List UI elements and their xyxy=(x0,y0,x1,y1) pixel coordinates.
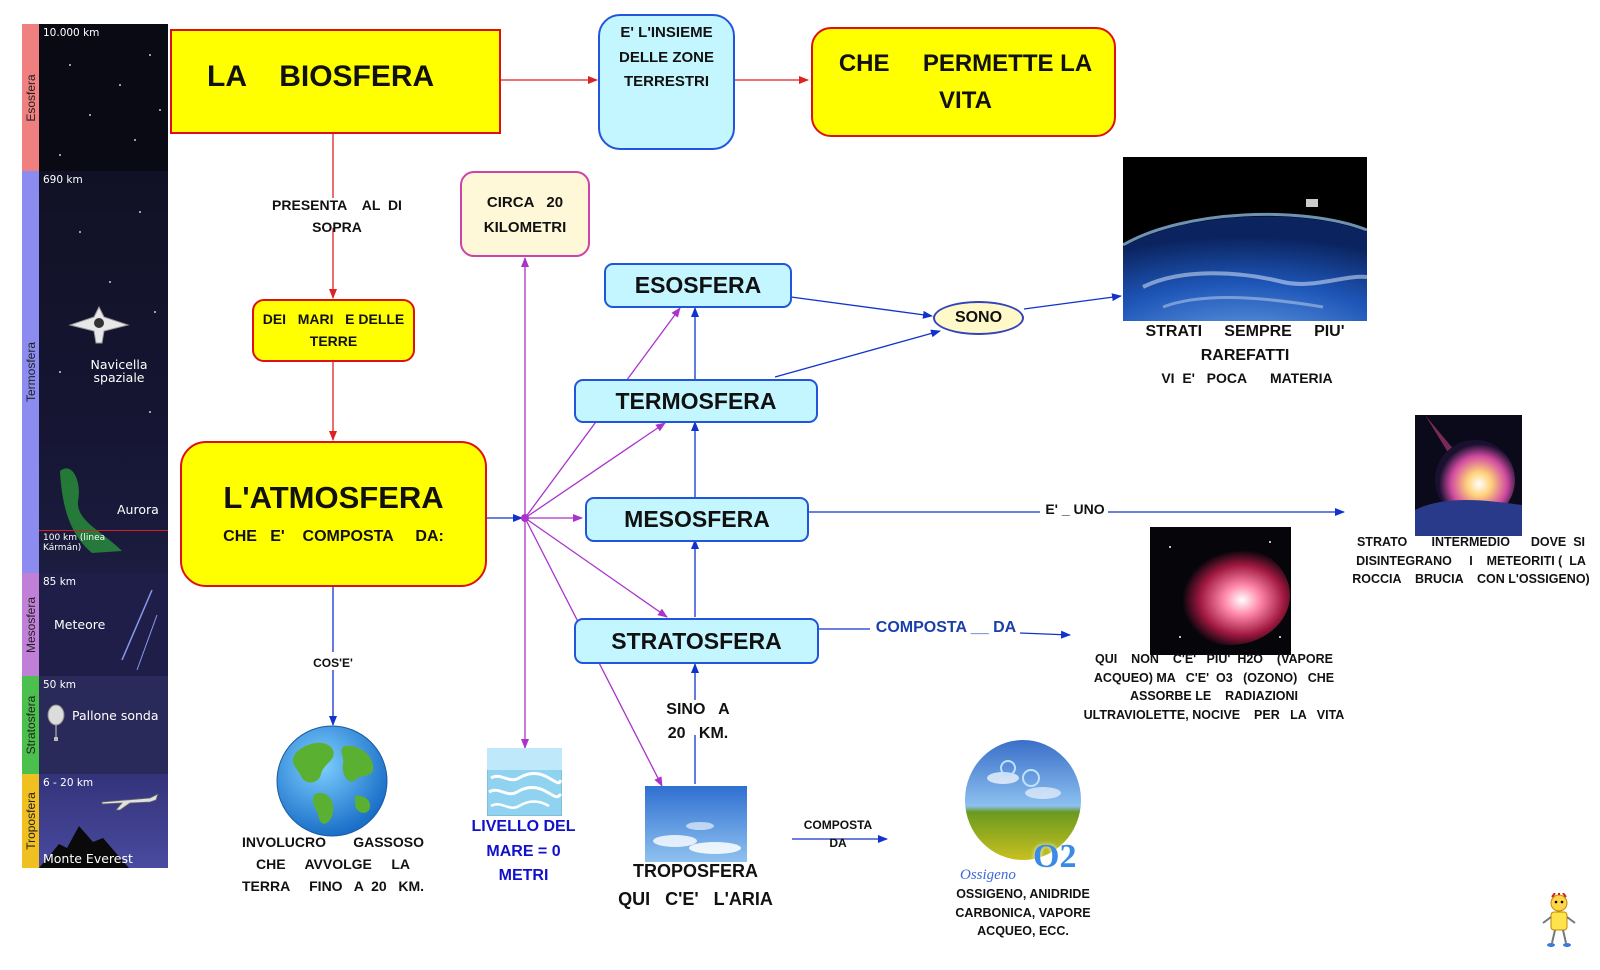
sky-esosfera xyxy=(39,24,168,171)
sky-icon xyxy=(645,786,747,862)
meteorite-icon xyxy=(1415,415,1522,536)
termosfera-label: TERMOSFERA xyxy=(615,388,777,414)
nebula-icon xyxy=(1150,527,1291,655)
layer-mesosfera: Mesosfera 85 km Meteore xyxy=(22,573,168,676)
earth-icon xyxy=(276,725,388,837)
space-earth-icon xyxy=(1123,157,1367,321)
sea-icon xyxy=(487,748,562,816)
balloon-icon xyxy=(47,704,65,741)
layer-esosfera: Esosfera 10.000 km xyxy=(22,24,168,171)
stratosfera-box[interactable]: STRATOSFERA xyxy=(574,618,819,664)
biosfera-title: LA BIOSFERA xyxy=(207,60,435,93)
mari-box: DEI MARI E DELLE TERRE xyxy=(252,299,415,362)
sky-stratosfera xyxy=(39,676,168,774)
mascot-icon xyxy=(1542,893,1576,947)
involucro-text: INVOLUCRO GASSOSO CHE AVVOLGE LA TERRA F… xyxy=(241,834,428,894)
karman-label: 100 km (linea Kármán) xyxy=(43,533,106,553)
layer-tag-termosfera: Termosfera xyxy=(22,171,39,573)
esosfera-box[interactable]: ESOSFERA xyxy=(604,263,792,308)
layer-tag-troposfera: Troposfera xyxy=(22,774,39,868)
meteors-label: Meteore xyxy=(54,617,106,632)
spacecraft-icon xyxy=(68,305,130,344)
atmosfera-title: L'ATMOSFERA xyxy=(223,480,444,515)
layer-stratosfera: Stratosfera 50 km Pallone sonda xyxy=(22,676,168,774)
sky-mesosfera xyxy=(39,573,168,676)
insieme-text: E' L'INSIEME DELLE ZONE TERRESTRI xyxy=(618,24,714,90)
presenta-label: PRESENTA AL DI SOPRA xyxy=(272,197,406,235)
layer-termosfera: Termosfera 690 km Navicella spaziale Aur… xyxy=(22,171,168,573)
poca-text: VI E' POCA MATERIA xyxy=(1161,370,1333,386)
layer-tag-stratosfera: Stratosfera xyxy=(22,676,39,774)
esosfera-label: ESOSFERA xyxy=(634,272,762,298)
biosfera-box: LA BIOSFERA xyxy=(170,29,501,134)
sono-oval: SONO xyxy=(933,301,1024,335)
sky-termosfera xyxy=(39,171,168,573)
karman-line xyxy=(39,530,168,531)
airplane-icon xyxy=(101,793,159,811)
termosfera-box[interactable]: TERMOSFERA xyxy=(574,379,818,423)
altitude-label: 85 km xyxy=(43,576,77,588)
altitude-label: 690 km xyxy=(43,174,83,186)
stratosfera-label: STRATOSFERA xyxy=(611,628,782,654)
mountain-icon xyxy=(39,826,129,868)
permette-text: CHE PERMETTE LA VITA xyxy=(838,50,1113,114)
spacecraft-label: Navicella spaziale xyxy=(90,357,148,385)
e-uno-label: E' _ UNO xyxy=(1045,501,1105,517)
aurora-label: Aurora xyxy=(117,502,159,517)
livello-text: LIVELLO DEL MARE = 0 METRI xyxy=(471,818,576,884)
atmosfera-box: L'ATMOSFERA CHE E' COMPOSTA DA: xyxy=(180,441,487,587)
layer-tag-mesosfera: Mesosfera xyxy=(22,573,39,676)
composta-da-troposfera: COMPOSTA DA xyxy=(803,818,873,850)
mesosfera-label: MESOSFERA xyxy=(624,506,770,532)
troposfera-label: TROPOSFERA xyxy=(632,861,758,881)
oxygen-icon: Ossigeno O2 xyxy=(960,738,1083,886)
everest-label: Monte Everest xyxy=(43,851,133,866)
insieme-box: E' L'INSIEME DELLE ZONE TERRESTRI xyxy=(598,14,735,150)
sono-label: SONO xyxy=(954,309,1003,326)
strati-text: STRATI SEMPRE PIU' RAREFATTI xyxy=(1145,323,1349,364)
layer-tag-esosfera: Esosfera xyxy=(22,24,39,171)
mari-text: DEI MARI E DELLE TERRE xyxy=(262,311,420,349)
altitude-label: 10.000 km xyxy=(43,27,100,39)
aria-label: QUI C'E' L'ARIA xyxy=(618,889,773,909)
balloon-label: Pallone sonda xyxy=(72,708,159,723)
layer-troposfera: Troposfera 6 - 20 km Monte Everest xyxy=(22,774,168,868)
circa-box: CIRCA 20 KILOMETRI xyxy=(460,171,590,257)
o2-logo-text: O2 xyxy=(1033,838,1077,875)
meteor-icon xyxy=(121,589,158,671)
atmosfera-subtitle: CHE E' COMPOSTA DA: xyxy=(223,528,444,545)
mesosfera-box[interactable]: MESOSFERA xyxy=(585,497,809,542)
ossigeno-list: OSSIGENO, ANIDRIDE CARBONICA, VAPORE ACQ… xyxy=(955,887,1108,938)
ossigeno-logo-text: Ossigeno xyxy=(960,867,1016,883)
cose-label: COS'E' xyxy=(313,656,353,670)
aurora-icon xyxy=(60,468,122,553)
circa-text: CIRCA 20 KILOMETRI xyxy=(483,194,568,236)
ozono-text: QUI NON C'E' PIU' H2O (VAPORE ACQUEO) MA… xyxy=(1083,652,1349,722)
sino-label: SINO A 20 KM. xyxy=(666,701,735,742)
permette-box: CHE PERMETTE LA VITA xyxy=(811,27,1116,137)
strato-intermedio-text: STRATO INTERMEDIO DOVE SI DISINTEGRANO I… xyxy=(1352,535,1597,586)
composta-da-stratosfera: COMPOSTA __ DA xyxy=(875,619,1017,636)
altitude-label: 6 - 20 km xyxy=(43,777,94,789)
altitude-label: 50 km xyxy=(43,679,77,691)
